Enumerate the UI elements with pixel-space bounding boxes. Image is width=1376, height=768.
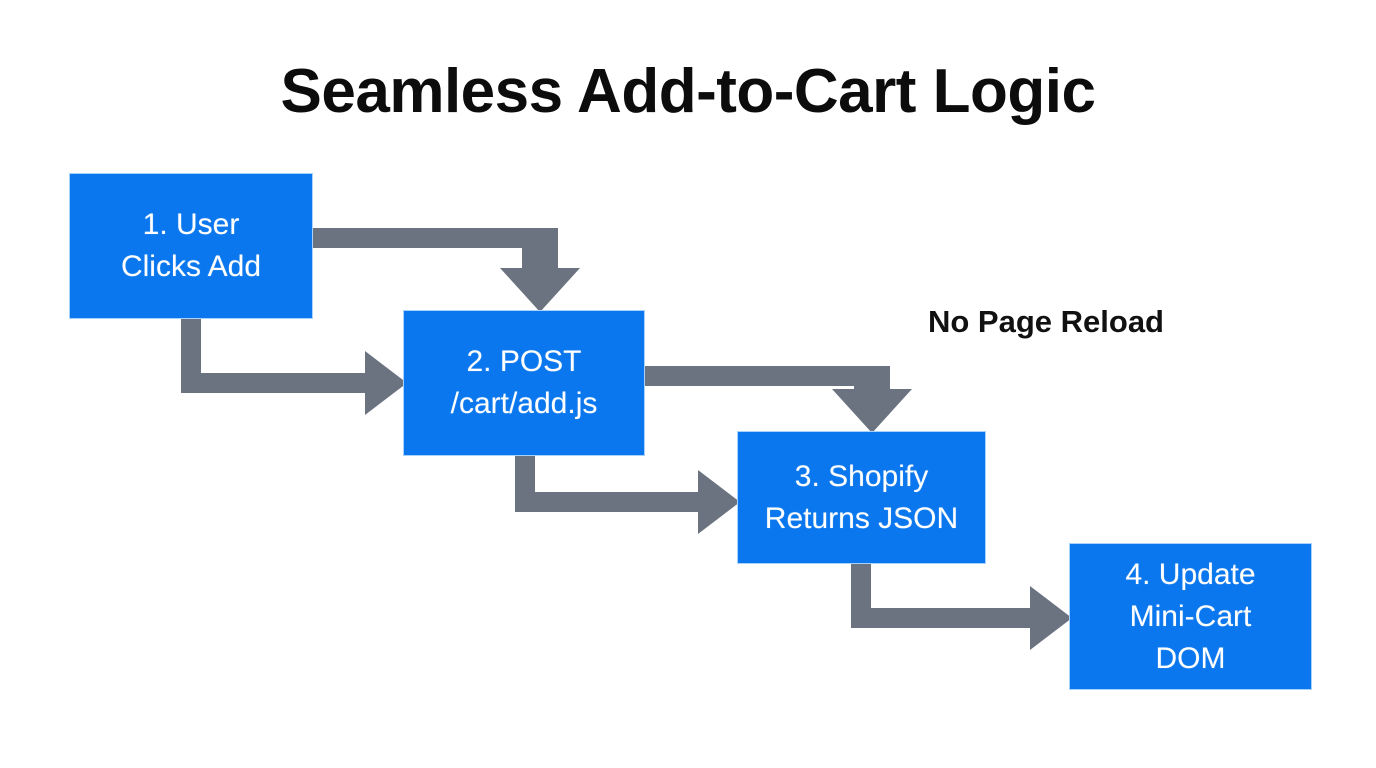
flow-node-label: 1. User Clicks Add: [120, 208, 262, 283]
arrow-shopify-to-update-dom: [851, 564, 1072, 650]
flow-node-label: 2. POST /cart/add.js: [450, 345, 598, 420]
flow-node-post-cart-add[interactable]: 2. POST /cart/add.js: [403, 310, 645, 456]
annotation-no-page-reload: No Page Reload: [928, 304, 1164, 339]
flow-node-label: 3. Shopify Returns JSON: [764, 459, 959, 535]
arrow-user-clicks-to-post-top: [313, 228, 580, 312]
flow-node-label: 4. Update Mini-Cart DOM: [1125, 557, 1256, 675]
arrow-user-clicks-to-post-left: [181, 318, 407, 415]
arrow-post-to-shopify-left: [515, 456, 740, 534]
flow-node-shopify-returns-json[interactable]: 3. Shopify Returns JSON: [737, 431, 986, 564]
page-title: Seamless Add-to-Cart Logic: [280, 57, 1096, 126]
arrow-post-to-shopify-top: [645, 366, 912, 433]
flow-node-user-clicks-add[interactable]: 1. User Clicks Add: [69, 173, 313, 319]
flow-node-update-mini-cart-dom[interactable]: 4. Update Mini-Cart DOM: [1069, 543, 1312, 690]
